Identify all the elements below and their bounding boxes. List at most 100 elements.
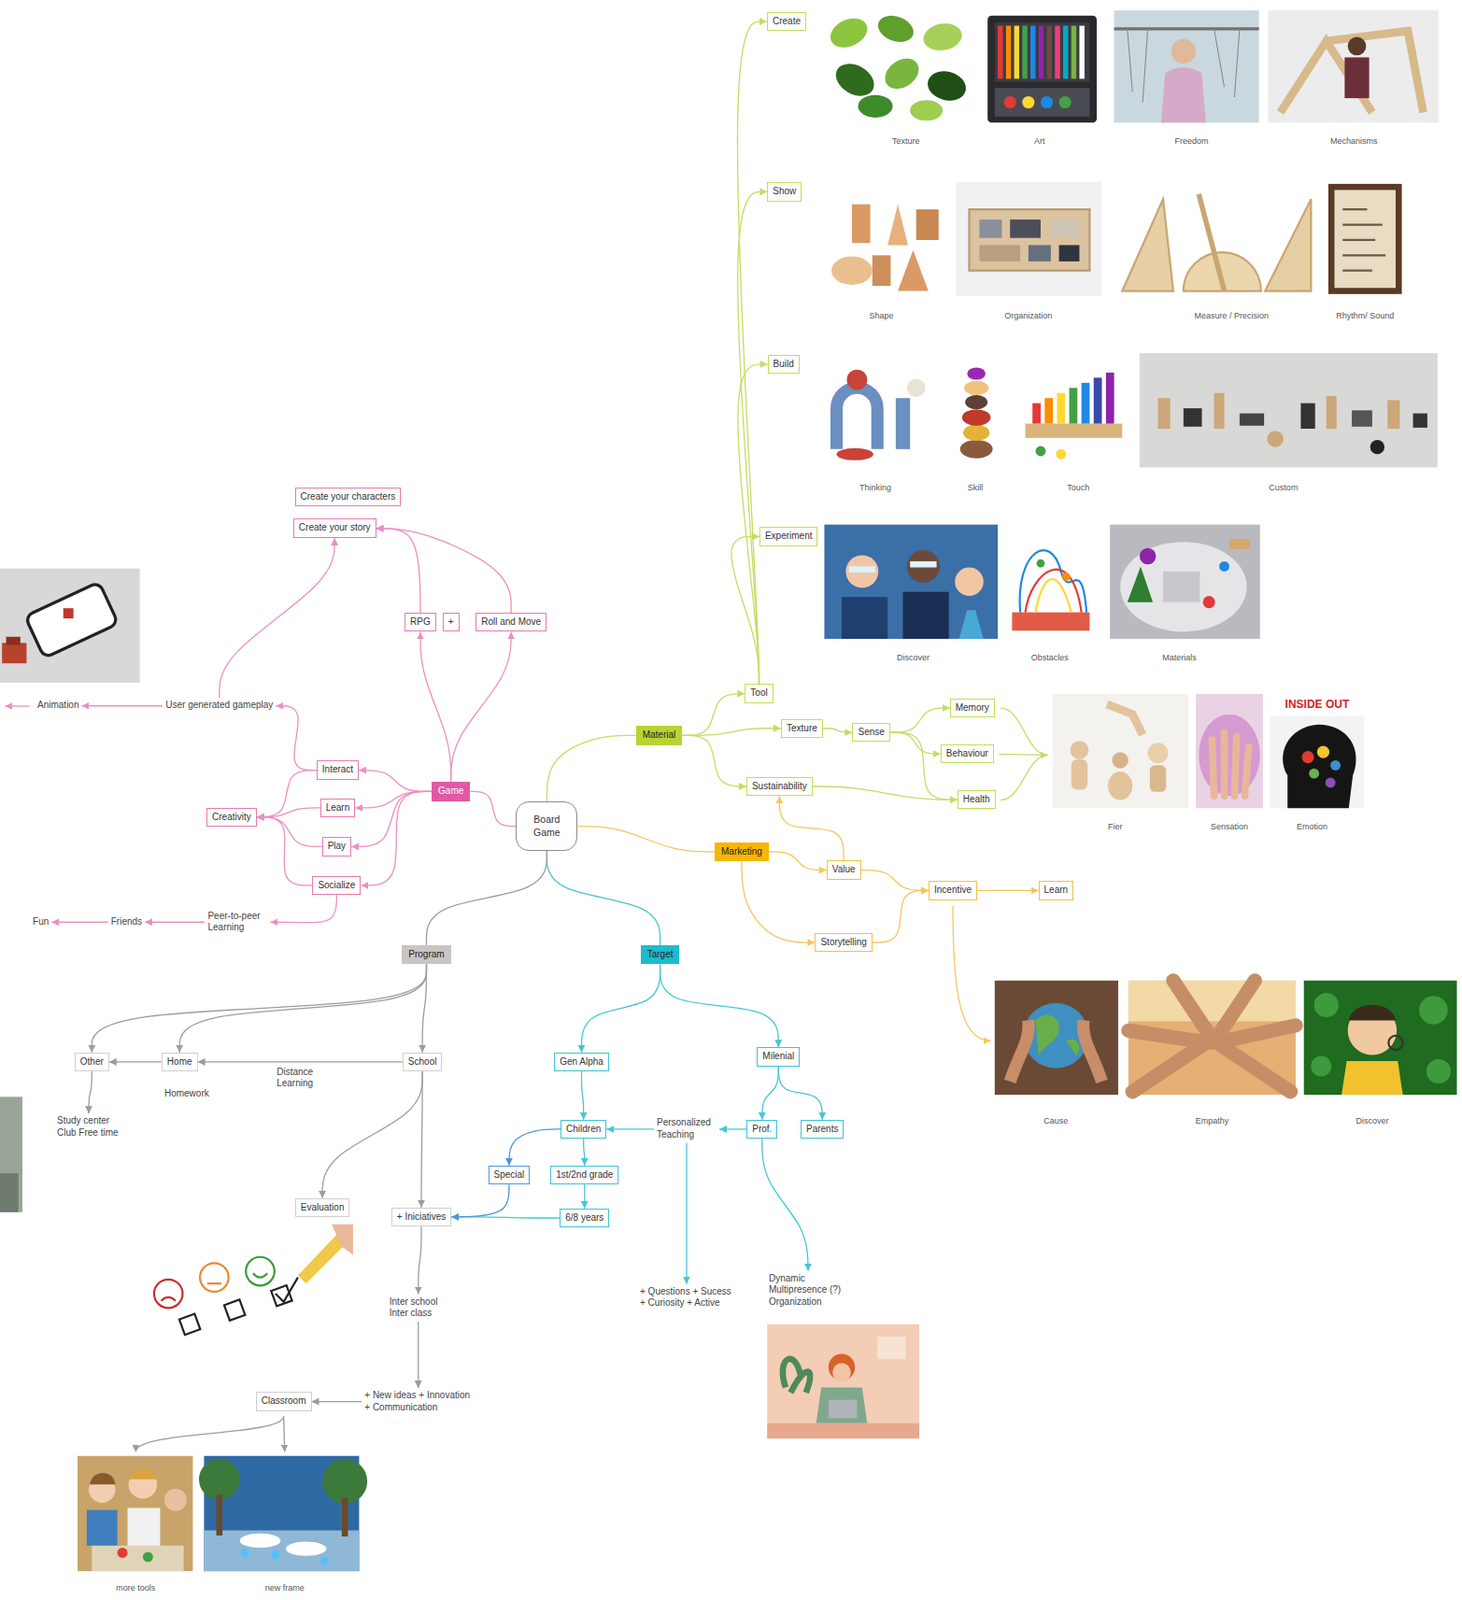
discover-child-photo-part [1426, 1059, 1451, 1084]
node-text: Material [642, 729, 677, 742]
shape-photo [823, 182, 947, 297]
connector [354, 791, 432, 808]
custom-photo-part [1183, 408, 1203, 427]
art-photo-part [994, 22, 1091, 82]
art-photo-part [997, 26, 1003, 80]
evaluation-photo-part [270, 1285, 292, 1306]
dynamic-illustration-part [828, 1400, 858, 1420]
classroom-space-photo-part [216, 1494, 224, 1536]
topic-box: Sense [851, 723, 890, 743]
touch-photo-part [1106, 372, 1115, 425]
discover-photo-part [823, 525, 998, 639]
image-caption: Empathy [1195, 1116, 1230, 1127]
evaluation-photo-part [275, 1277, 299, 1303]
branch-box: Marketing [714, 842, 769, 863]
classroom-kids-photo-part [128, 1468, 158, 1479]
node-text: Tool [750, 687, 767, 700]
image-caption: Skill [967, 482, 984, 494]
discover-photo-part [907, 550, 940, 583]
topic-box: RPG [404, 612, 437, 633]
connector [861, 870, 929, 892]
connector [681, 728, 781, 737]
texture-photo-part [879, 52, 924, 96]
connector [376, 528, 421, 613]
cause-photo-part [1065, 1039, 1079, 1057]
freedom-photo-part [1161, 67, 1207, 123]
dynamic-illustration-part [766, 1324, 920, 1439]
connector [422, 964, 426, 1052]
connector [719, 1128, 747, 1130]
connector [269, 894, 337, 923]
poster-title: INSIDE OUT [1285, 697, 1350, 711]
classroom-space-photo-part [203, 1530, 359, 1572]
texture-photo-part [923, 67, 969, 105]
connector [420, 631, 452, 782]
connector [583, 1138, 585, 1166]
image-caption: Cause [1043, 1116, 1068, 1127]
node-text: Storytelling [820, 936, 866, 950]
rhythm-photo-part [1328, 184, 1403, 295]
connector [322, 1071, 423, 1199]
art-photo-part [994, 87, 1091, 117]
connector [872, 890, 929, 943]
topic-box: Evaluation [295, 1198, 351, 1219]
topic-box: + [442, 612, 460, 633]
classroom-space-photo-part [198, 1459, 241, 1501]
classroom-space-photo-part [341, 1498, 349, 1538]
node-text: Other [80, 1056, 104, 1069]
thinking-photo-part [837, 387, 879, 450]
art-photo-part [987, 15, 1097, 124]
leader-lines-part [1000, 708, 1048, 755]
node-text: Home [167, 1056, 193, 1069]
evaluation-photo-part [161, 1297, 176, 1302]
image-caption: Shape [869, 311, 895, 322]
connector [81, 705, 163, 707]
image-caption: Discover [896, 652, 930, 664]
topic-box: + Iniciatives [391, 1207, 453, 1228]
topic-box: Create your story [293, 518, 377, 539]
connector [351, 791, 432, 847]
emotion-poster-part [1270, 694, 1364, 717]
custom-photo-part [1351, 410, 1373, 426]
node-text: Play [327, 840, 346, 853]
art-photo-part [1021, 26, 1027, 80]
skill-photo-part [963, 425, 990, 441]
connector [581, 1071, 584, 1121]
shape-photo-part [872, 255, 892, 286]
leader-lines-part [135, 1416, 284, 1452]
custom-photo [1139, 353, 1438, 468]
node-text: User generated gameplay [165, 699, 273, 712]
connector [581, 964, 661, 1052]
art-photo-part [1071, 26, 1077, 80]
discover-photo-part [959, 610, 984, 639]
topic-box: Milenial [756, 1047, 800, 1067]
custom-photo-part [1214, 393, 1225, 429]
node-text: Classroom [261, 1395, 307, 1408]
organization-photo-part [979, 244, 1021, 261]
branch-box: Game [431, 781, 470, 802]
connector [546, 735, 636, 802]
dynamic-illustration [766, 1324, 920, 1439]
image-caption: new frame [265, 1583, 305, 1594]
classroom-kids-photo-part [77, 1456, 193, 1572]
emotion-poster-part [1270, 694, 1364, 809]
topic-text: + Questions + Sucess + Curiosity + Activ… [637, 1284, 737, 1312]
mechanisms-photo-part [1267, 10, 1438, 123]
node-text: Health [963, 794, 991, 807]
organization-photo-part [969, 209, 1091, 271]
dynamic-illustration-part [816, 1388, 868, 1424]
empathy-photo [1128, 980, 1296, 1095]
shape-photo-part [851, 204, 871, 244]
shape-photo-part [831, 255, 873, 285]
connector [778, 1066, 823, 1121]
topic-box: Behaviour [940, 744, 994, 765]
freedom-photo-part [1114, 27, 1260, 30]
fier-photo-part [1070, 740, 1090, 760]
image-caption: Sensation [1210, 822, 1249, 833]
branch-box: Target [640, 945, 681, 966]
evaluation-photo-part [331, 1224, 354, 1256]
evaluation-photo-part [199, 1263, 229, 1292]
dynamic-illustration-part [766, 1423, 920, 1439]
connector [256, 817, 313, 886]
